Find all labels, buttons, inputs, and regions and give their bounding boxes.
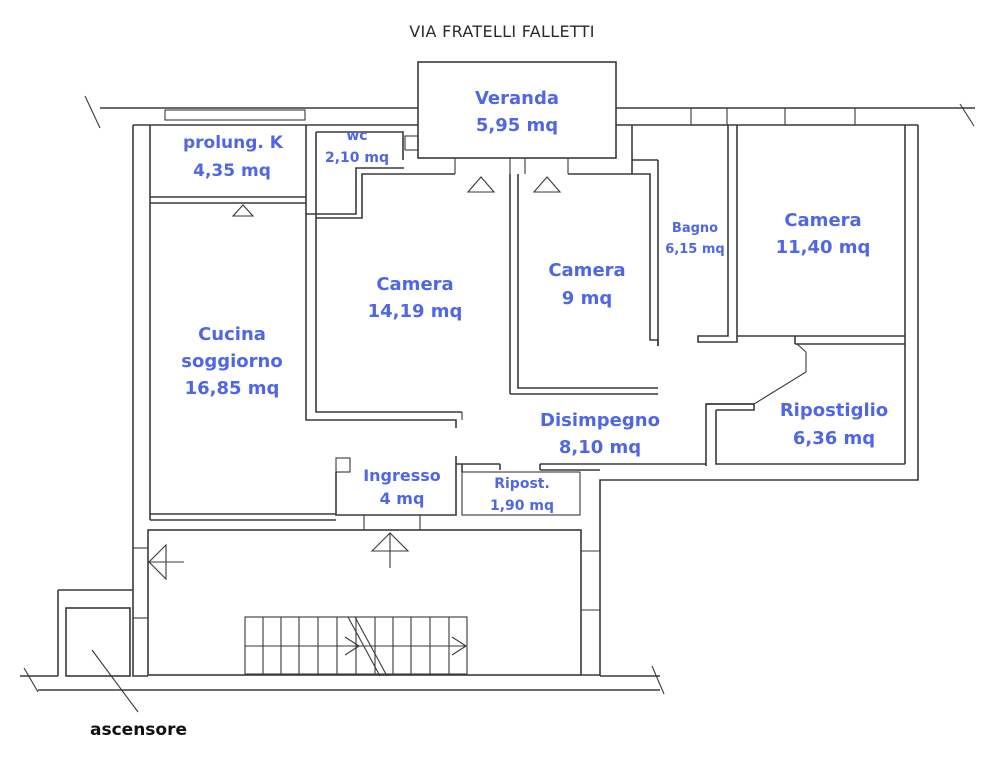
room-area: 14,19 mq	[368, 301, 463, 322]
room-name: Camera	[784, 210, 861, 231]
room-name: Ripostiglio	[780, 400, 888, 421]
room-ingresso: Ingresso 4 mq	[363, 466, 441, 508]
room-area: 6,15 mq	[665, 242, 724, 257]
room-name: Camera	[548, 260, 625, 281]
room-name: Bagno	[672, 221, 718, 236]
elevator-shaft	[65, 607, 139, 713]
room-ripost: Ripost. 1,90 mq	[490, 476, 554, 514]
room-area: 5,95 mq	[476, 115, 558, 136]
room-veranda: Veranda 5,95 mq	[475, 88, 559, 136]
room-area: 6,36 mq	[793, 428, 875, 449]
room-area: 2,10 mq	[325, 150, 389, 166]
room-name: Ripost.	[494, 476, 550, 492]
room-name-line2: soggiorno	[181, 351, 282, 372]
room-area: 11,40 mq	[776, 237, 871, 258]
elevator-label: ascensore	[90, 720, 187, 740]
room-area: 4,35 mq	[193, 161, 271, 181]
door-markers	[231, 176, 562, 217]
room-name: Veranda	[475, 88, 559, 109]
room-wc: wc 2,10 mq	[325, 128, 389, 166]
room-disimpegno: Disimpegno 8,10 mq	[540, 410, 660, 458]
room-area: 1,90 mq	[490, 498, 554, 514]
street-label: VIA FRATELLI FALLETTI	[409, 22, 595, 41]
room-camera-1: Camera 14,19 mq	[368, 274, 463, 322]
room-name: Camera	[376, 274, 453, 295]
room-area: 8,10 mq	[559, 437, 641, 458]
entrance-arrow-up	[370, 532, 410, 568]
room-prolung: prolung. K 4,35 mq	[183, 133, 284, 181]
room-area: 4 mq	[380, 489, 425, 508]
veranda-walls	[404, 61, 617, 174]
room-name: Disimpegno	[540, 410, 660, 431]
room-name: Ingresso	[363, 466, 441, 485]
entrance-arrow-left	[148, 543, 184, 581]
room-bagno: Bagno 6,15 mq	[665, 221, 724, 257]
room-name: prolung. K	[183, 133, 284, 153]
interior-walls	[150, 107, 905, 530]
outer-walls	[20, 95, 975, 695]
room-area: 16,85 mq	[185, 378, 280, 399]
room-name: wc	[346, 128, 367, 144]
room-cucina-soggiorno: Cucina soggiorno 16,85 mq	[181, 324, 282, 399]
room-area: 9 mq	[562, 288, 612, 309]
room-name: Cucina	[198, 324, 266, 345]
room-camera-2: Camera 9 mq	[548, 260, 625, 309]
staircase	[244, 616, 468, 677]
room-ripostiglio: Ripostiglio 6,36 mq	[780, 400, 888, 449]
room-camera-3: Camera 11,40 mq	[776, 210, 871, 258]
